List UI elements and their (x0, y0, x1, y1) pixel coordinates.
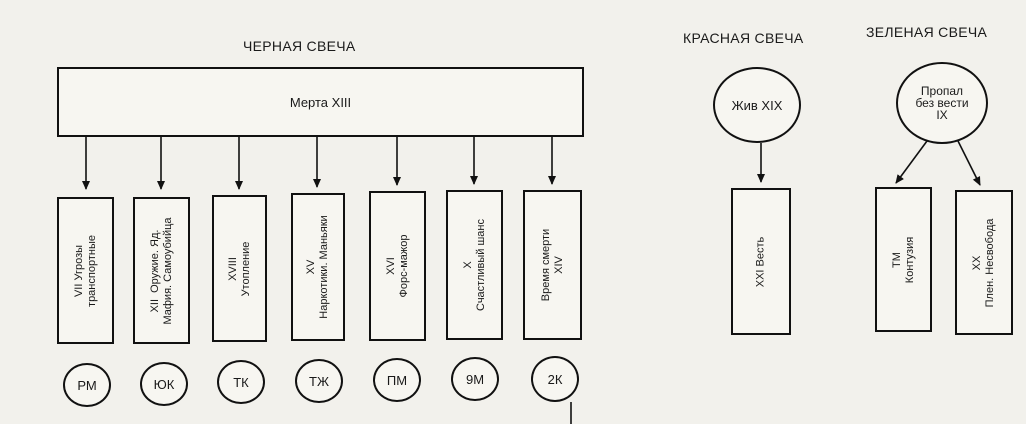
category-box-6: X Счастливый шанс (446, 190, 503, 340)
green-candle-root-circle: Пропал без вести IX (896, 62, 988, 144)
green-candle-title: ЗЕЛЕНАЯ СВЕЧА (866, 24, 988, 40)
code-circle-7: 2К (531, 356, 579, 402)
code-circle-4: ТЖ (295, 359, 343, 403)
category-label-7: Время смерти XIV (539, 228, 565, 302)
green-candle-child-label-1: ТМ Контузия (890, 236, 916, 283)
code-circle-6: 9М (451, 357, 499, 401)
category-label-6: X Счастливый шанс (461, 219, 487, 311)
category-box-2: XII Оружие. Яд. Мафия. Самоубийца (133, 197, 190, 344)
category-box-7: Время смерти XIV (523, 190, 582, 340)
category-box-5: XVI Форс-мажор (369, 191, 426, 341)
code-circle-5: ПМ (373, 358, 421, 402)
category-box-4: XV Наркотики. Маньяки (291, 193, 345, 341)
arrow-green-root-to-child-1 (895, 140, 928, 184)
category-label-5: XVI Форс-мажор (384, 234, 410, 298)
code-circle-1: РМ (63, 363, 111, 407)
category-label-1: VII Угрозы транспортные (72, 234, 98, 307)
code-circle-2: ЮК (140, 362, 188, 406)
red-candle-child-box: XXI Весть (731, 188, 791, 335)
code-circle-3: ТК (217, 360, 265, 404)
arrow-green-root-to-child-2 (957, 140, 981, 186)
red-candle-root-circle: Жив XIX (713, 67, 801, 143)
category-box-3: XVIII Утопление (212, 195, 267, 342)
category-box-1: VII Угрозы транспортные (57, 197, 114, 344)
red-candle-child-label: XXI Весть (754, 236, 767, 287)
black-candle-title: ЧЕРНАЯ СВЕЧА (243, 38, 356, 54)
black-candle-root-box: Мерта XIII (57, 67, 584, 137)
category-label-4: XV Наркотики. Маньяки (305, 215, 330, 319)
green-candle-child-label-2: XX Плен. Несвобода (971, 218, 996, 307)
red-candle-title: КРАСНАЯ СВЕЧА (683, 30, 804, 46)
green-candle-child-box-2: XX Плен. Несвобода (955, 190, 1013, 335)
green-candle-child-box-1: ТМ Контузия (875, 187, 932, 332)
category-label-3: XVIII Утопление (226, 241, 252, 296)
category-label-2: XII Оружие. Яд. Мафия. Самоубийца (148, 216, 174, 325)
